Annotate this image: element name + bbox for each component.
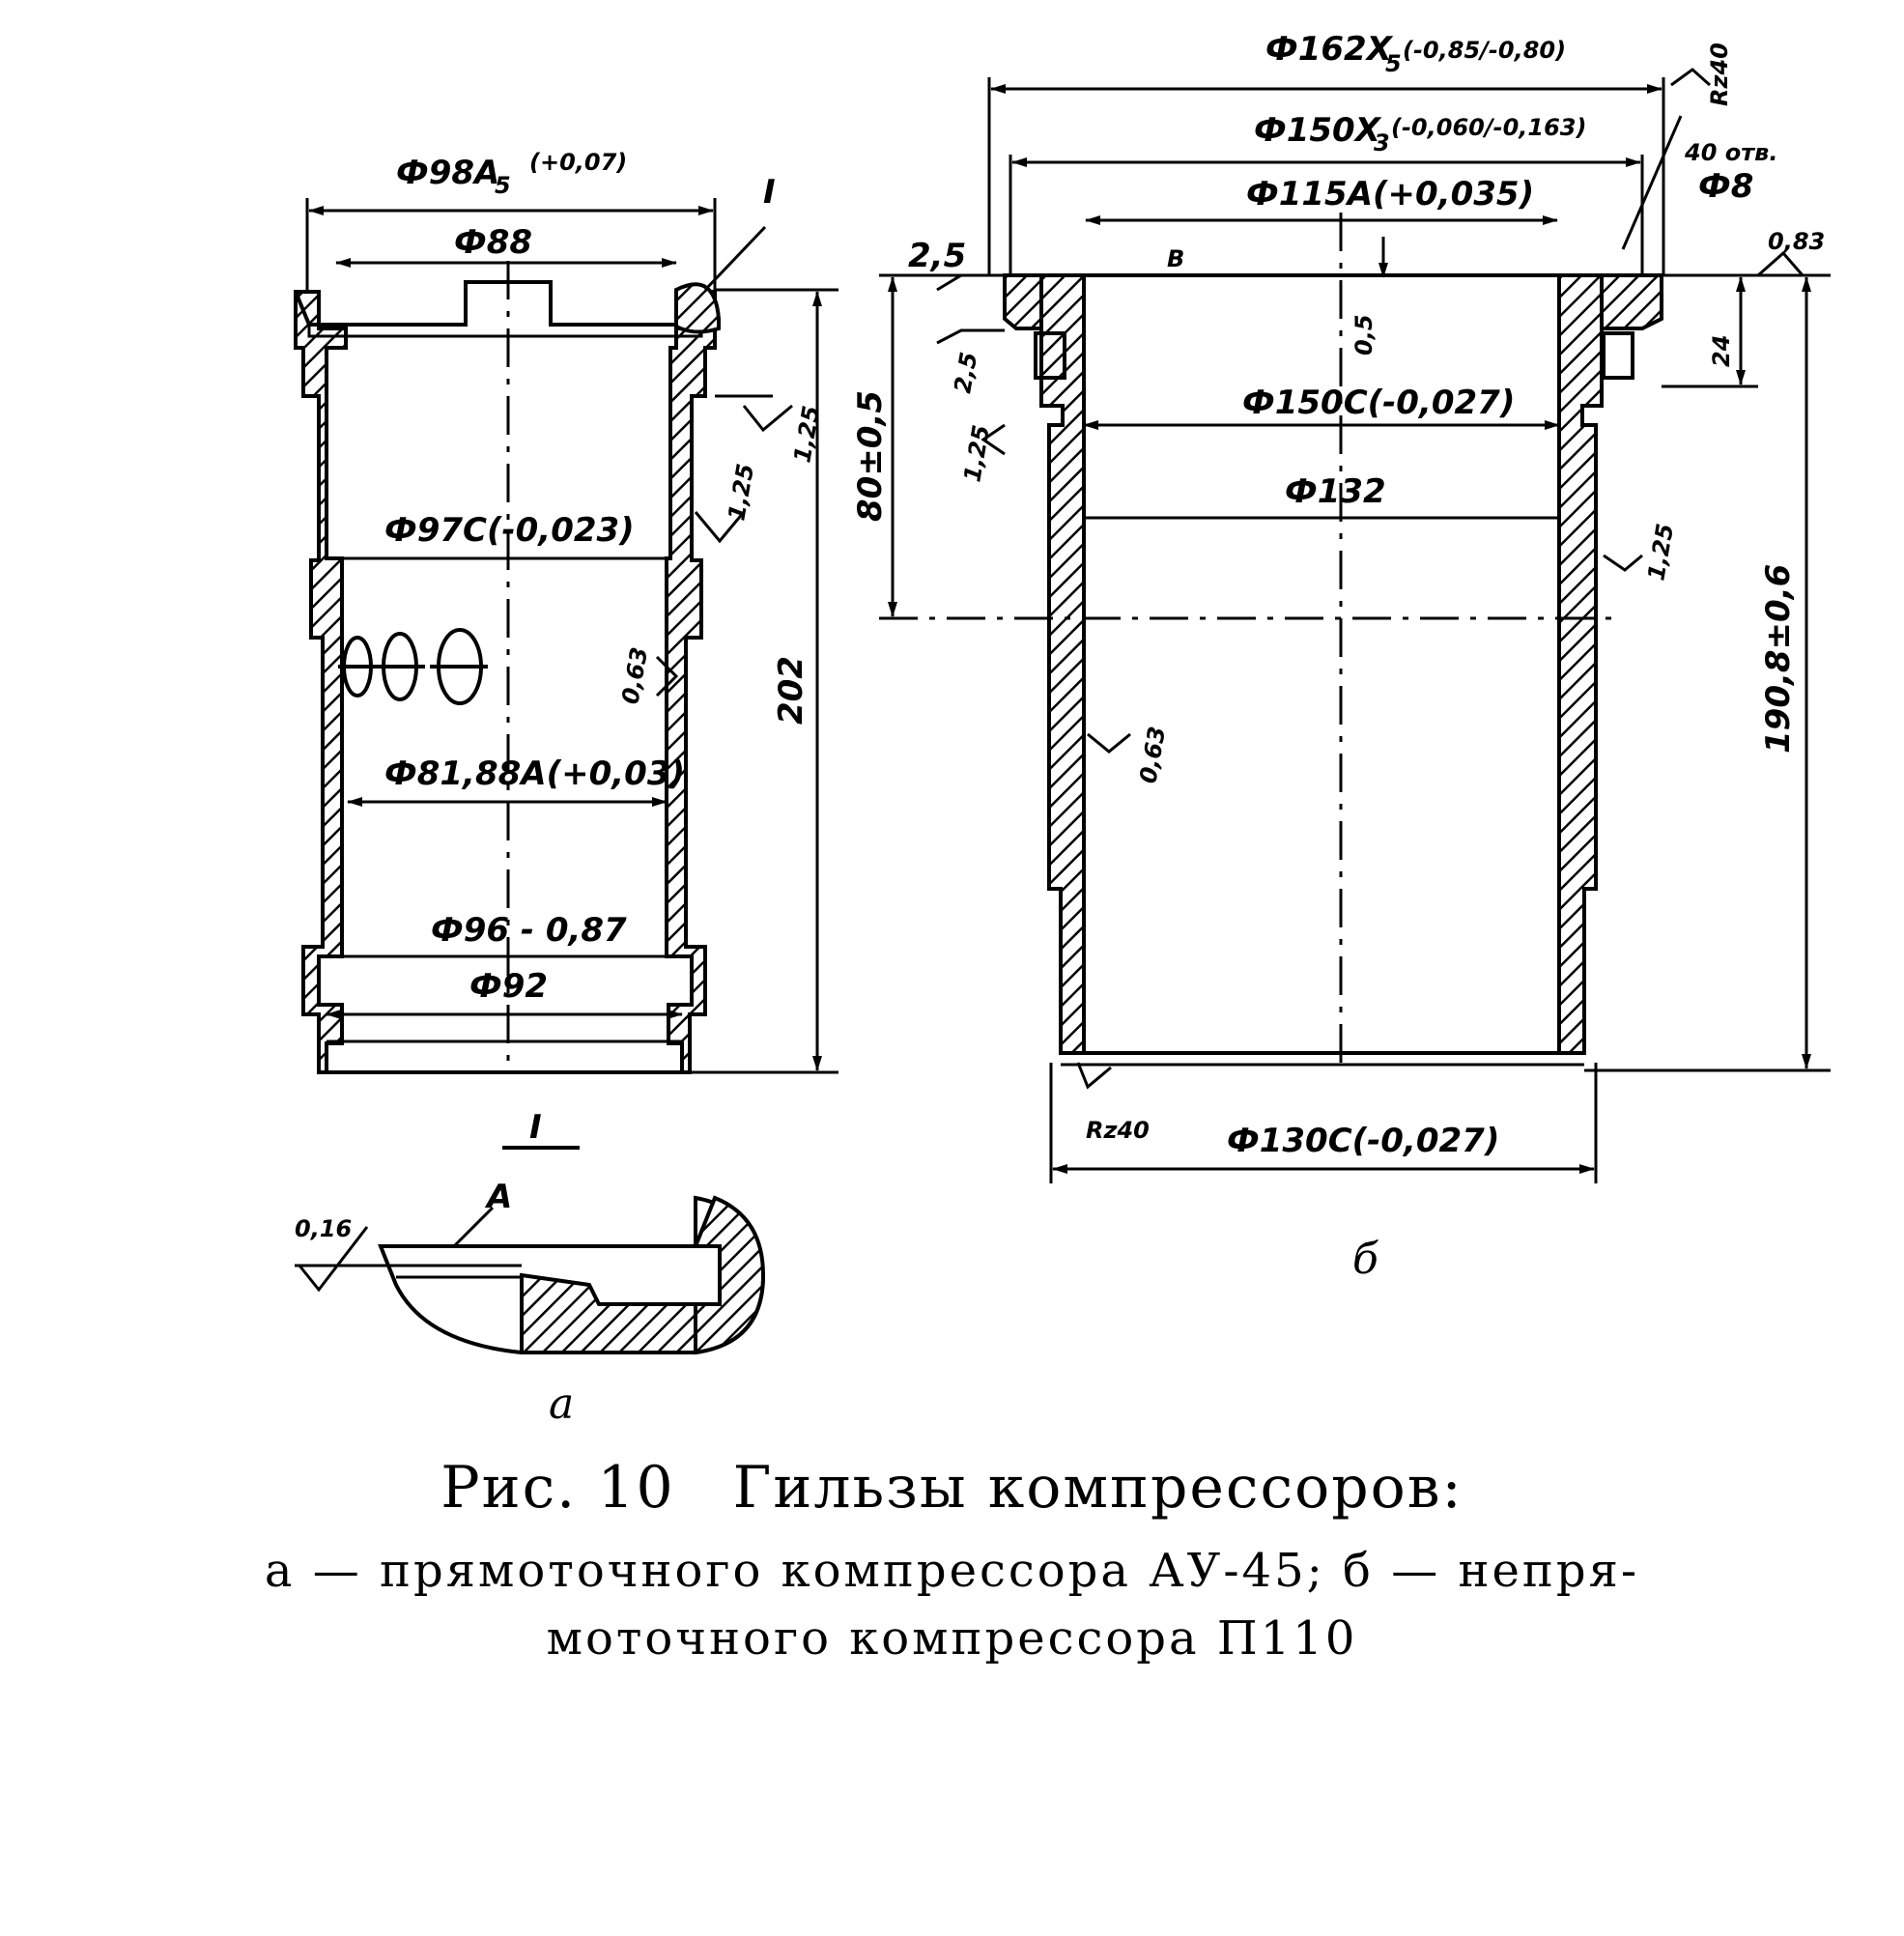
dim-r125: 1,25 — [788, 404, 825, 465]
point-B: B — [1167, 245, 1184, 272]
dim-d162-sub: 5 — [1385, 50, 1402, 77]
dim-h80: 80±0,5 — [851, 390, 890, 522]
dim-v05: 0,5 — [1350, 314, 1378, 356]
part-b-right-wall — [1557, 273, 1604, 1055]
dim-r125b: 1,25 — [723, 462, 759, 523]
dim-d150c: Ф150С(-0,027) — [1242, 384, 1515, 422]
detail-labels: I A 0,16 а — [295, 1108, 574, 1429]
part-b-dimension-lines — [879, 68, 1831, 1183]
dim-d81: Ф81,88A(+0,03) — [384, 754, 685, 793]
dim-d162: Ф162X — [1265, 30, 1394, 69]
part-b-labels: Ф162X 5 (-0,85/-0,80) Ф150X 3 (-0,060/-0… — [851, 30, 1825, 1284]
dim-d132: Ф132 — [1285, 472, 1386, 511]
part-b-bolt-left — [1034, 331, 1066, 380]
dim-d92: Ф92 — [469, 967, 548, 1006]
dim-rz40-top: Rz40 — [1706, 43, 1733, 106]
dim-d8: Ф8 — [1698, 167, 1753, 206]
part-b-left-wall — [1039, 273, 1086, 1055]
dim-d130: Ф130С(-0,027) — [1227, 1122, 1499, 1160]
part-b-label: б — [1352, 1235, 1378, 1284]
detail-label: I — [529, 1108, 542, 1147]
dim-v125b: 1,25 — [1642, 522, 1679, 583]
part-b-left-flange — [1003, 273, 1043, 330]
part-b-bolt-right — [1602, 331, 1634, 380]
dim-holes: 40 отв. — [1684, 139, 1777, 166]
part-a-top-ring — [674, 282, 721, 334]
part-b-right-flange — [1600, 273, 1663, 330]
dim-d150x: Ф150X — [1254, 111, 1382, 150]
dim-v25a: 2,5 — [908, 237, 966, 275]
dim-h202: 202 — [772, 656, 810, 725]
detail-point-A: A — [484, 1178, 512, 1216]
part-a-dimension-lines — [305, 198, 838, 1074]
figure-subtitle-line2: моточного компрессора П110 — [546, 1611, 1358, 1666]
dim-d150x-tol: (-0,060/-0,163) — [1391, 114, 1586, 141]
dim-r063-a: 0,63 — [616, 645, 653, 706]
dim-d96: Ф96 - 0,87 — [431, 911, 627, 950]
dim-d115: Ф115A(+0,035) — [1246, 175, 1534, 214]
figure-number: Рис. 10 — [440, 1454, 675, 1522]
dim-d98: Ф98A — [396, 154, 499, 192]
ref-I: I — [763, 173, 776, 212]
figure-subtitle-line1: а — прямоточного компрессора АУ-45; б — … — [264, 1544, 1640, 1598]
dim-d98-tol: (+0,07) — [529, 149, 627, 176]
figure-title: Рис. 10 Гильзы компрессоров: — [0, 1454, 1904, 1522]
dim-v24: 24 — [1708, 335, 1735, 367]
dim-r063-b: 0,63 — [1134, 725, 1171, 785]
figure-title-text: Гильзы компрессоров: — [732, 1454, 1464, 1522]
part-b-liner — [879, 213, 1663, 1067]
part-a-labels: Ф98A 5 (+0,07) Ф88 I Ф97С(-0,023) Ф81,88… — [384, 149, 825, 1006]
dim-d150x-sub: 3 — [1374, 129, 1390, 157]
detail-rough: 0,16 — [295, 1215, 352, 1242]
part-a-label: а — [549, 1380, 574, 1429]
dim-r083: 0,83 — [1768, 228, 1825, 255]
dim-d162-tol: (-0,85/-0,80) — [1403, 37, 1566, 64]
dim-v25b: 2,5 — [949, 350, 982, 395]
part-a-top-plate — [294, 280, 717, 327]
dim-h190: 190,8±0,6 — [1759, 564, 1798, 754]
dim-d98-sub: 5 — [495, 172, 511, 199]
dim-rz40-bot: Rz40 — [1086, 1117, 1150, 1144]
dim-d97: Ф97С(-0,023) — [384, 511, 635, 550]
part-a-ports — [338, 628, 488, 705]
dim-v125a: 1,25 — [958, 423, 995, 484]
detail-I — [295, 1146, 766, 1355]
dim-d88: Ф88 — [454, 223, 532, 262]
part-a-liner — [294, 261, 721, 1074]
